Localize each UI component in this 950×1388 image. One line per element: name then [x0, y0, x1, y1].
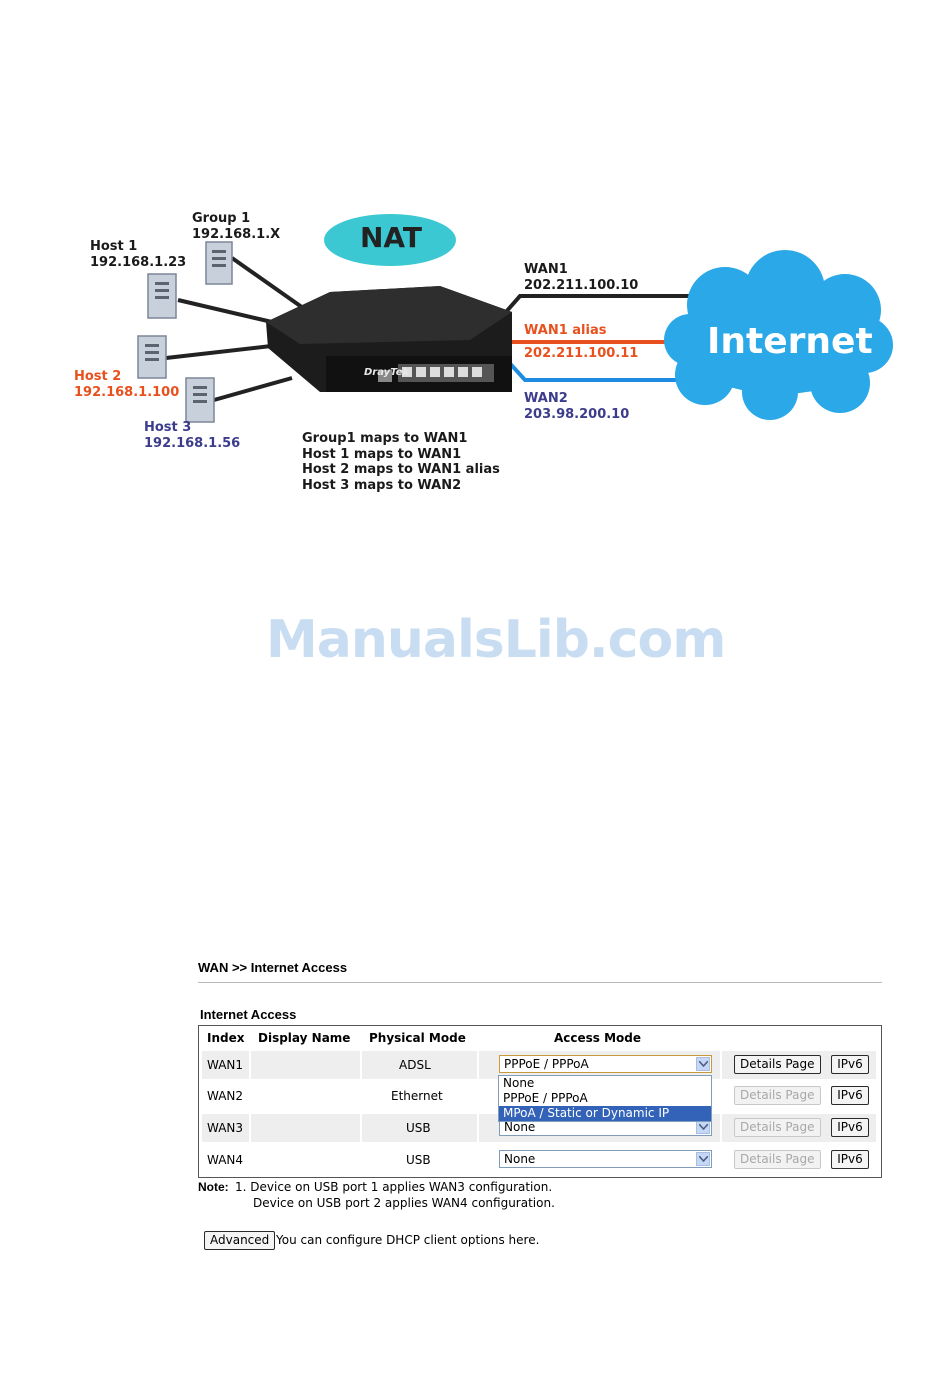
host2-ip: 192.168.1.100 [74, 385, 180, 400]
link-host2 [165, 343, 281, 360]
wan1-alias-ip: 202.211.100.11 [524, 346, 639, 361]
server-icon-group1 [205, 241, 233, 285]
header-index: Index [207, 1031, 245, 1045]
wan1-ip: 202.211.100.10 [524, 278, 639, 293]
table-row: WAN4 USB None Details Page IPv6 [202, 1146, 876, 1174]
nat-diagram: DrayTek NAT Internet Group 1 192.168.1.X… [0, 0, 950, 560]
access-mode-select-wan4[interactable]: None [499, 1150, 712, 1168]
header-physical-mode: Physical Mode [369, 1031, 466, 1045]
wan1-name: WAN1 [524, 262, 568, 277]
server-icon-host3 [185, 377, 215, 423]
server-icon-host1 [147, 273, 177, 319]
access-mode-select-wan3[interactable]: None [499, 1118, 712, 1136]
details-page-button-wan3[interactable]: Details Page [734, 1118, 821, 1137]
internet-label: Internet [707, 321, 873, 362]
access-mode-dropdown-list: None PPPoE / PPPoA MPoA / Static or Dyna… [498, 1075, 712, 1122]
table-row: WAN1 ADSL PPPoE / PPPoA Details Page IPv… [202, 1051, 876, 1079]
link-host3 [213, 376, 293, 402]
mapping-line: Host 1 maps to WAN1 [302, 447, 462, 462]
chevron-down-icon[interactable] [696, 1120, 710, 1134]
diagram-graphics [137, 214, 893, 423]
server-icon-host2 [137, 335, 167, 379]
table-row: WAN2 Ethernet Details Page IPv6 [202, 1082, 876, 1110]
nat-label: NAT [360, 221, 423, 254]
chevron-down-icon[interactable] [696, 1152, 710, 1166]
details-page-button-wan1[interactable]: Details Page [734, 1055, 821, 1074]
ipv6-button-wan4[interactable]: IPv6 [831, 1150, 869, 1169]
select-value: PPPoE / PPPoA [504, 1057, 589, 1071]
host1-name: Host 1 [90, 239, 138, 254]
mapping-line: Group1 maps to WAN1 [302, 431, 468, 446]
note-line-2: Device on USB port 2 applies WAN4 config… [253, 1196, 555, 1210]
host2-name: Host 2 [74, 369, 122, 384]
mapping-line: Host 3 maps to WAN2 [302, 478, 462, 493]
group1-ip: 192.168.1.X [192, 227, 281, 242]
watermark: ManualsLib.com [266, 610, 726, 670]
row-index: WAN2 [207, 1089, 244, 1103]
wan1-alias-name: WAN1 alias [524, 323, 607, 338]
details-page-button-wan2[interactable]: Details Page [734, 1086, 821, 1105]
mapping-line: Host 2 maps to WAN1 alias [302, 462, 500, 477]
table-row: WAN3 USB None Details Page IPv6 [202, 1114, 876, 1142]
wan2-ip: 203.98.200.10 [524, 407, 630, 422]
wan2-name: WAN2 [524, 391, 568, 406]
advanced-button[interactable]: Advanced [204, 1231, 276, 1250]
note-line-1: 1. Device on USB port 1 applies WAN3 con… [235, 1180, 553, 1194]
breadcrumb: WAN >> Internet Access [198, 960, 348, 975]
note-label: Note: [198, 1180, 229, 1194]
row-index: WAN1 [207, 1058, 244, 1072]
router-brand: DrayTek [364, 367, 410, 378]
row-index: WAN4 [207, 1153, 244, 1167]
breadcrumb-divider [198, 982, 882, 983]
host3-name: Host 3 [144, 420, 192, 435]
internet-cloud [664, 250, 893, 420]
select-value: None [504, 1120, 536, 1134]
ipv6-button-wan2[interactable]: IPv6 [831, 1086, 869, 1105]
row-physical-mode: USB [406, 1121, 431, 1135]
link-group1 [230, 256, 308, 312]
header-display-name: Display Name [258, 1031, 351, 1045]
access-mode-select-wan1[interactable]: PPPoE / PPPoA [499, 1055, 712, 1073]
dropdown-option[interactable]: PPPoE / PPPoA [503, 1091, 588, 1105]
host3-ip: 192.168.1.56 [144, 436, 241, 451]
row-physical-mode: Ethernet [391, 1089, 443, 1103]
ipv6-button-wan1[interactable]: IPv6 [831, 1055, 869, 1074]
link-host1 [177, 298, 273, 324]
row-index: WAN3 [207, 1121, 244, 1135]
dropdown-option-selected[interactable]: MPoA / Static or Dynamic IP [499, 1106, 711, 1121]
advanced-description: You can configure DHCP client options he… [276, 1233, 540, 1247]
chevron-down-icon[interactable] [696, 1057, 710, 1071]
details-page-button-wan4[interactable]: Details Page [734, 1150, 821, 1169]
host1-ip: 192.168.1.23 [90, 255, 187, 270]
ipv6-button-wan3[interactable]: IPv6 [831, 1118, 869, 1137]
section-title: Internet Access [200, 1007, 297, 1022]
row-physical-mode: USB [406, 1153, 431, 1167]
select-value: None [504, 1152, 536, 1166]
router-icon [266, 286, 512, 392]
group1-name: Group 1 [192, 211, 251, 226]
row-physical-mode: ADSL [399, 1058, 431, 1072]
header-access-mode: Access Mode [554, 1031, 642, 1045]
dropdown-option[interactable]: None [503, 1076, 535, 1090]
nat-cloud [324, 214, 456, 266]
